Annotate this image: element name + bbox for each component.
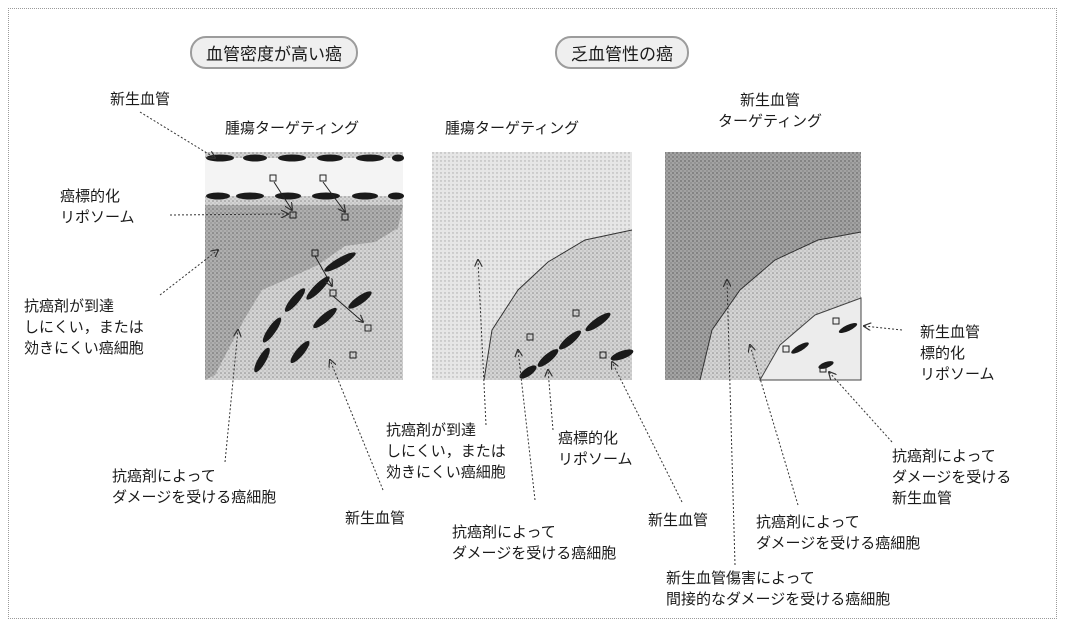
- left-label-liposome: 癌標的化 リポソーム: [60, 187, 135, 226]
- right-panel-illustration: [665, 152, 862, 381]
- middle-label-damaged: 抗癌剤によって ダメージを受ける癌細胞: [452, 523, 617, 562]
- middle-label-liposome: 癌標的化 リポソーム: [558, 429, 633, 468]
- left-label-vessel-top: 新生血管: [110, 90, 171, 108]
- left-label-damaged: 抗癌剤によって ダメージを受ける癌細胞: [112, 467, 277, 506]
- left-panel-illustration: [205, 152, 404, 380]
- left-label-vessel-bottom: 新生血管: [345, 509, 406, 527]
- header-high-vascularity: 血管密度が高い癌: [190, 36, 358, 69]
- right-panel-title: 新生血管 ターゲティング: [717, 91, 823, 130]
- middle-panel-title: 腫瘍ターゲティング: [445, 119, 580, 137]
- middle-label-vessel: 新生血管: [648, 511, 709, 529]
- left-panel-arrows: [273, 181, 363, 322]
- right-label-damaged-vessel: 抗癌剤によって ダメージを受ける 新生血管: [892, 447, 1012, 507]
- right-label-vessel-liposome: 新生血管 標的化 リポソーム: [920, 323, 995, 383]
- left-label-hard-to-reach: 抗癌剤が到達 しにくい，または 効きにくい癌細胞: [24, 297, 144, 357]
- figure-frame: [8, 8, 1057, 619]
- right-label-indirect: 新生血管傷害によって 間接的なダメージを受ける癌細胞: [666, 569, 891, 608]
- leader-lines: [139, 111, 903, 566]
- right-label-damaged-cells: 抗癌剤によって ダメージを受ける癌細胞: [756, 513, 921, 552]
- middle-panel-illustration: [432, 152, 634, 381]
- middle-label-hard-to-reach: 抗癌剤が到達 しにくい，または 効きにくい癌細胞: [386, 421, 506, 481]
- header-hypovascular: 乏血管性の癌: [555, 36, 689, 69]
- left-panel-title: 腫瘍ターゲティング: [225, 119, 360, 137]
